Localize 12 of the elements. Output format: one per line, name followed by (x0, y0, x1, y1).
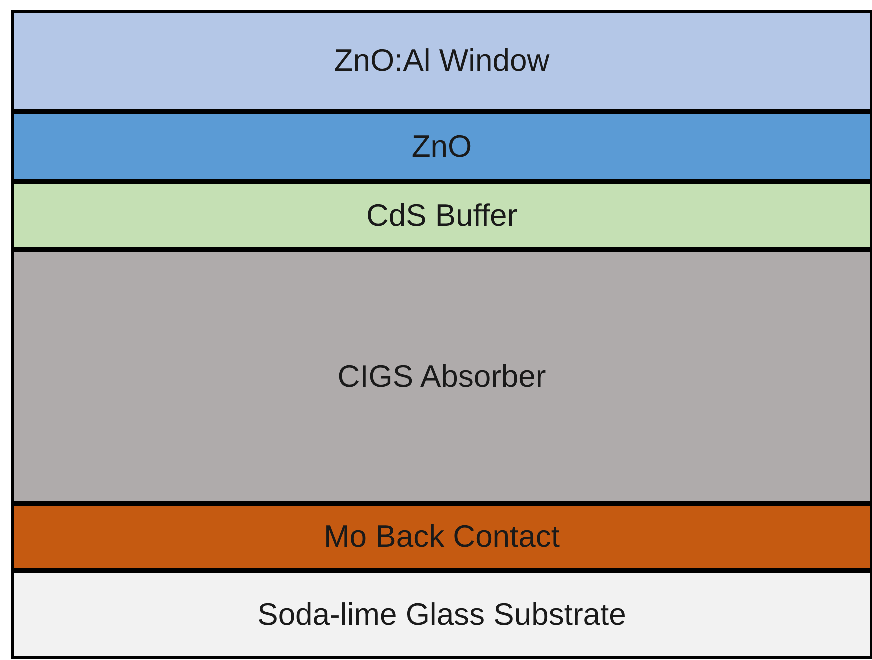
layer-label: Mo Back Contact (324, 519, 560, 555)
layer-label: CdS Buffer (366, 198, 518, 234)
layer-label: ZnO (412, 128, 472, 164)
material-layer (11, 111, 872, 182)
layer-label: CIGS Absorber (338, 358, 546, 394)
layer-label: Soda-lime Glass Substrate (258, 596, 626, 632)
layer-label: ZnO:Al Window (334, 43, 550, 79)
material-layer (11, 570, 872, 659)
material-layer (11, 503, 872, 571)
material-layer (11, 10, 872, 112)
material-layer (11, 249, 872, 504)
material-layer (11, 181, 872, 250)
